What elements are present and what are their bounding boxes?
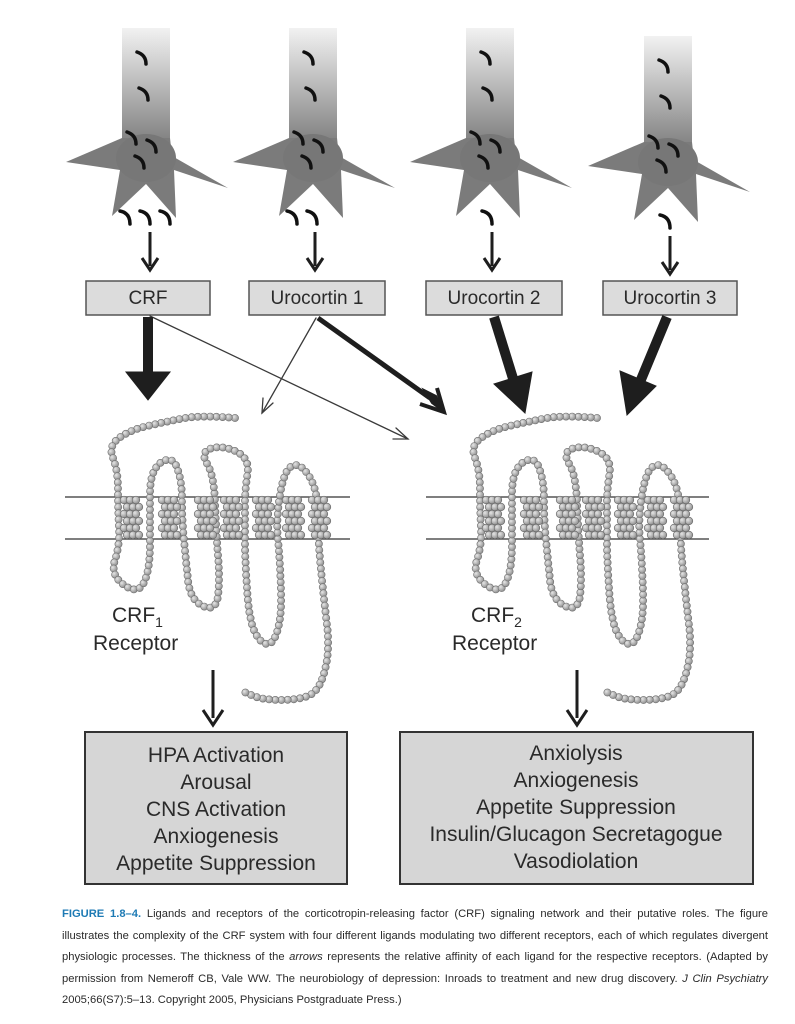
crf1-receptor-chain — [107, 412, 332, 704]
arrow-crf1-to-effects — [201, 670, 225, 728]
neuron-2 — [233, 28, 395, 273]
transmembrane-helix — [307, 495, 332, 540]
effects-box-crf1: HPA Activation Arousal CNS Activation An… — [84, 731, 348, 885]
caption-text-2: represents the relative affinity of each… — [62, 951, 768, 985]
caption-italic-journal: J Clin Psychiatry — [682, 972, 768, 985]
caption-italic-arrows: arrows — [289, 951, 323, 963]
arrow-crf-to-crf1-thick — [124, 317, 172, 401]
transmembrane-helix — [519, 495, 544, 540]
arrow-crf-to-crf2-thin — [149, 315, 410, 440]
neuron-3 — [410, 28, 572, 273]
effect-crf2-3: Insulin/Glucagon Secretagogue — [429, 823, 722, 846]
effects-box-crf2: Anxiolysis Anxiogenesis Appetite Suppres… — [399, 731, 754, 885]
transmembrane-helix — [555, 495, 580, 540]
receptor-subscript-crf1: 1 — [155, 614, 163, 630]
caption-text-3: 2005;66(S7):5–13. Copyright 2005, Physic… — [62, 994, 402, 1006]
ligand-box-urocortin-1: Urocortin 1 — [248, 280, 386, 316]
neurons-group — [66, 28, 750, 277]
ligand-label-urocortin-2: Urocortin 2 — [448, 288, 541, 309]
ligand-label-urocortin-3: Urocortin 3 — [624, 288, 717, 309]
effect-crf1-3: Anxiogenesis — [154, 825, 279, 848]
effect-crf2-1: Anxiogenesis — [514, 769, 639, 792]
caption-text-1: Ligands and receptors of the corticotrop… — [62, 908, 769, 963]
effect-crf1-1: Arousal — [180, 771, 251, 794]
ligand-label-crf: CRF — [128, 288, 167, 309]
effect-crf1-2: CNS Activation — [146, 798, 286, 821]
svg-text:CRF2: CRF2 — [471, 604, 522, 630]
arrow-crf2-to-effects — [565, 670, 589, 728]
transmembrane-helix — [193, 495, 218, 540]
effect-crf2-2: Appetite Suppression — [476, 796, 676, 819]
effect-crf1-4: Appetite Suppression — [116, 852, 316, 875]
receptor-word-crf1: Receptor — [93, 632, 178, 655]
neuron-1 — [66, 28, 228, 273]
receptor-subscript-crf2: 2 — [514, 614, 522, 630]
transmembrane-helix — [119, 495, 144, 540]
arrow-urocortin1-to-crf1-thin — [261, 317, 317, 415]
ligand-label-urocortin-1: Urocortin 1 — [271, 288, 364, 309]
transmembrane-helix — [613, 495, 638, 540]
figure-label: FIGURE 1.8–4. — [62, 908, 142, 920]
transmembrane-helix — [281, 495, 306, 540]
ligand-box-urocortin-2: Urocortin 2 — [425, 280, 563, 316]
arrow-urocortin2-to-crf2-thick — [489, 315, 533, 414]
arrow-urocortin3-to-crf2-thick — [619, 315, 672, 417]
receptor-label-crf1: CRF1 Receptor — [93, 604, 178, 655]
transmembrane-helix — [251, 495, 276, 540]
effect-crf2-0: Anxiolysis — [529, 742, 622, 765]
transmembrane-helix — [219, 495, 244, 540]
ligand-box-urocortin-3: Urocortin 3 — [602, 280, 738, 316]
transmembrane-helix — [669, 495, 694, 540]
transmembrane-helix — [643, 495, 668, 540]
arrow-urocortin1-to-crf2-thick — [316, 315, 447, 416]
ligand-box-crf: CRF — [85, 280, 211, 316]
effect-crf2-4: Vasodiolation — [514, 850, 639, 873]
receptor-name-crf2: CRF — [471, 604, 514, 627]
receptor-label-crf2: CRF2 Receptor — [452, 604, 537, 655]
receptor-word-crf2: Receptor — [452, 632, 537, 655]
transmembrane-helix — [481, 495, 506, 540]
figure-caption: FIGURE 1.8–4. Ligands and receptors of t… — [62, 904, 768, 1012]
receptor-name-crf1: CRF — [112, 604, 155, 627]
effect-crf1-0: HPA Activation — [148, 744, 284, 767]
svg-text:CRF1: CRF1 — [112, 604, 163, 630]
neuron-4 — [588, 36, 750, 277]
transmembrane-helix — [157, 495, 182, 540]
crf-signaling-diagram: CRF Urocortin 1 Urocortin 2 Urocortin 3 — [65, 28, 754, 885]
transmembrane-helix — [581, 495, 606, 540]
crf2-receptor-chain — [469, 412, 694, 704]
